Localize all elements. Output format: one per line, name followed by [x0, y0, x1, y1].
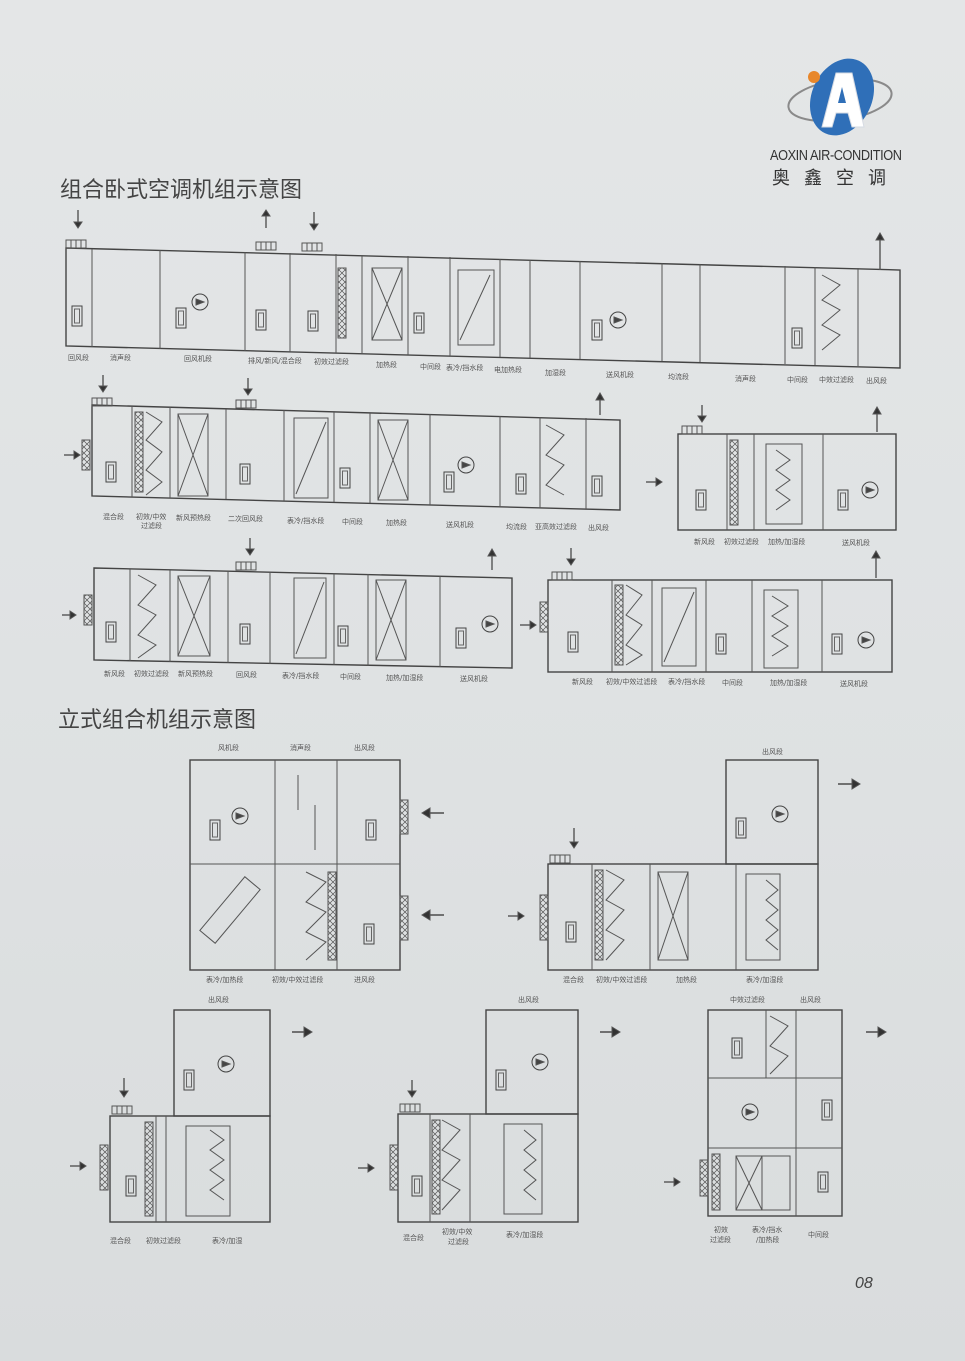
v2-top-label: 出风段: [762, 748, 783, 756]
diagram-h2: [64, 375, 621, 511]
h1-label: 回风机段: [184, 355, 212, 363]
diagram-h1: [65, 209, 901, 369]
section-title-horizontal: 组合卧式空调机组示意图: [60, 178, 303, 203]
h1-label: 电加热段: [494, 366, 522, 374]
h1-label: 初效过滤段: [314, 358, 349, 366]
h4-label: 中间段: [340, 673, 361, 681]
v2-bottom-label: 混合段: [563, 976, 584, 984]
diagram-v4: [358, 1009, 621, 1223]
h2-label: 出风段: [588, 524, 609, 532]
diagram-h4: [62, 538, 513, 669]
v5-bottom-label: 表冷/挡水: [752, 1226, 783, 1234]
diagram-h3: [646, 405, 897, 531]
h1-label: 表冷/挡水段: [446, 364, 484, 372]
v4-bottom-label: 混合段: [403, 1234, 424, 1242]
h2-label: 亚高效过滤段: [535, 523, 577, 531]
diagram-v2: [508, 759, 861, 971]
v3-bottom-label: 混合段: [110, 1237, 131, 1245]
h1-label: 中间段: [420, 363, 441, 371]
h5-label: 新风段: [572, 678, 593, 686]
h1-label: 消声段: [110, 354, 131, 362]
h2-label: 过滤段: [141, 522, 162, 530]
h4-label: 新风预热段: [178, 670, 213, 678]
diagram-v1: [189, 759, 444, 971]
h1-label: 出风段: [866, 377, 887, 385]
h2-label: 加热段: [386, 519, 407, 527]
h1-label: 送风机段: [606, 371, 634, 379]
v5-bottom-label: 初效: [714, 1226, 728, 1234]
h1-label: 中效过滤段: [819, 376, 854, 384]
h1-label: 排风/新风/混合段: [248, 357, 302, 365]
v5-bottom-label: 过滤段: [710, 1236, 731, 1244]
h1-label: 回风段: [68, 354, 89, 362]
h4-label: 回风段: [236, 671, 257, 679]
v1-top-label: 出风段: [354, 744, 375, 752]
h1-label: 均流段: [668, 373, 689, 381]
diagram-h5: [520, 548, 893, 673]
v5-top-label: 中效过滤段: [730, 996, 765, 1004]
v1-bottom-label: 表冷/加热段: [206, 976, 244, 984]
v3-bottom-label: 表冷/加湿: [212, 1237, 243, 1245]
v3-top-label: 出风段: [208, 996, 229, 1004]
h4-label: 初效过滤段: [134, 670, 169, 678]
v1-top-label: 消声段: [290, 744, 311, 752]
h2-label: 二次回风段: [228, 515, 263, 523]
h1-label: 消声段: [735, 375, 756, 383]
h4-label: 新风段: [104, 670, 125, 678]
h3-label: 加热/加湿段: [768, 538, 806, 546]
brand-name-cn: 奥鑫空调: [772, 168, 900, 189]
page-number: 08: [855, 1275, 873, 1292]
v4-top-label: 出风段: [518, 996, 539, 1004]
v2-bottom-label: 初效/中效过滤段: [596, 976, 648, 984]
h1-label: 中间段: [787, 376, 808, 384]
h5-label: 中间段: [722, 679, 743, 687]
h2-label: 中间段: [342, 518, 363, 526]
h2-label: 送风机段: [446, 521, 474, 529]
h3-label: 送风机段: [842, 539, 870, 547]
h1-label: 加热段: [376, 361, 397, 369]
h4-label: 加热/加湿段: [386, 674, 424, 682]
h2-label: 初效/中效: [136, 513, 167, 521]
h2-label: 表冷/挡水段: [287, 517, 325, 525]
v1-bottom-label: 进风段: [354, 976, 375, 984]
v1-top-label: 风机段: [218, 744, 239, 752]
v4-bottom-label: 初效/中效: [442, 1228, 473, 1236]
h2-label: 新风预热段: [176, 514, 211, 522]
h5-label: 加热/加湿段: [770, 679, 808, 687]
h5-label: 初效/中效过滤段: [606, 678, 658, 686]
v4-bottom-label: 过滤段: [448, 1238, 469, 1246]
h5-label: 送风机段: [840, 680, 868, 688]
aoxin-logo-icon: [787, 58, 893, 136]
h3-label: 初效过滤段: [724, 538, 759, 546]
diagram-v3: [70, 1009, 313, 1223]
v3-bottom-label: 初效过滤段: [146, 1237, 181, 1245]
h4-label: 送风机段: [460, 675, 488, 683]
v1-bottom-label: 初效/中效过滤段: [272, 976, 324, 984]
v2-bottom-label: 加热段: [676, 976, 697, 984]
h4-label: 表冷/挡水段: [282, 672, 320, 680]
h1-label: 加湿段: [545, 369, 566, 377]
h2-label: 均流段: [506, 523, 527, 531]
h3-label: 新风段: [694, 538, 715, 546]
diagram-v5: [664, 1009, 887, 1217]
v5-bottom-label: 中间段: [808, 1231, 829, 1239]
v4-bottom-label: 表冷/加湿段: [506, 1231, 544, 1239]
h2-label: 混合段: [103, 513, 124, 521]
v2-bottom-label: 表冷/加湿段: [746, 976, 784, 984]
v5-top-label: 出风段: [800, 996, 821, 1004]
v5-bottom-label: /加热段: [756, 1236, 780, 1244]
section-title-vertical: 立式组合机组示意图: [58, 708, 257, 733]
brand-name-en: AOXIN AIR-CONDITION: [770, 147, 902, 164]
h5-label: 表冷/挡水段: [668, 678, 706, 686]
